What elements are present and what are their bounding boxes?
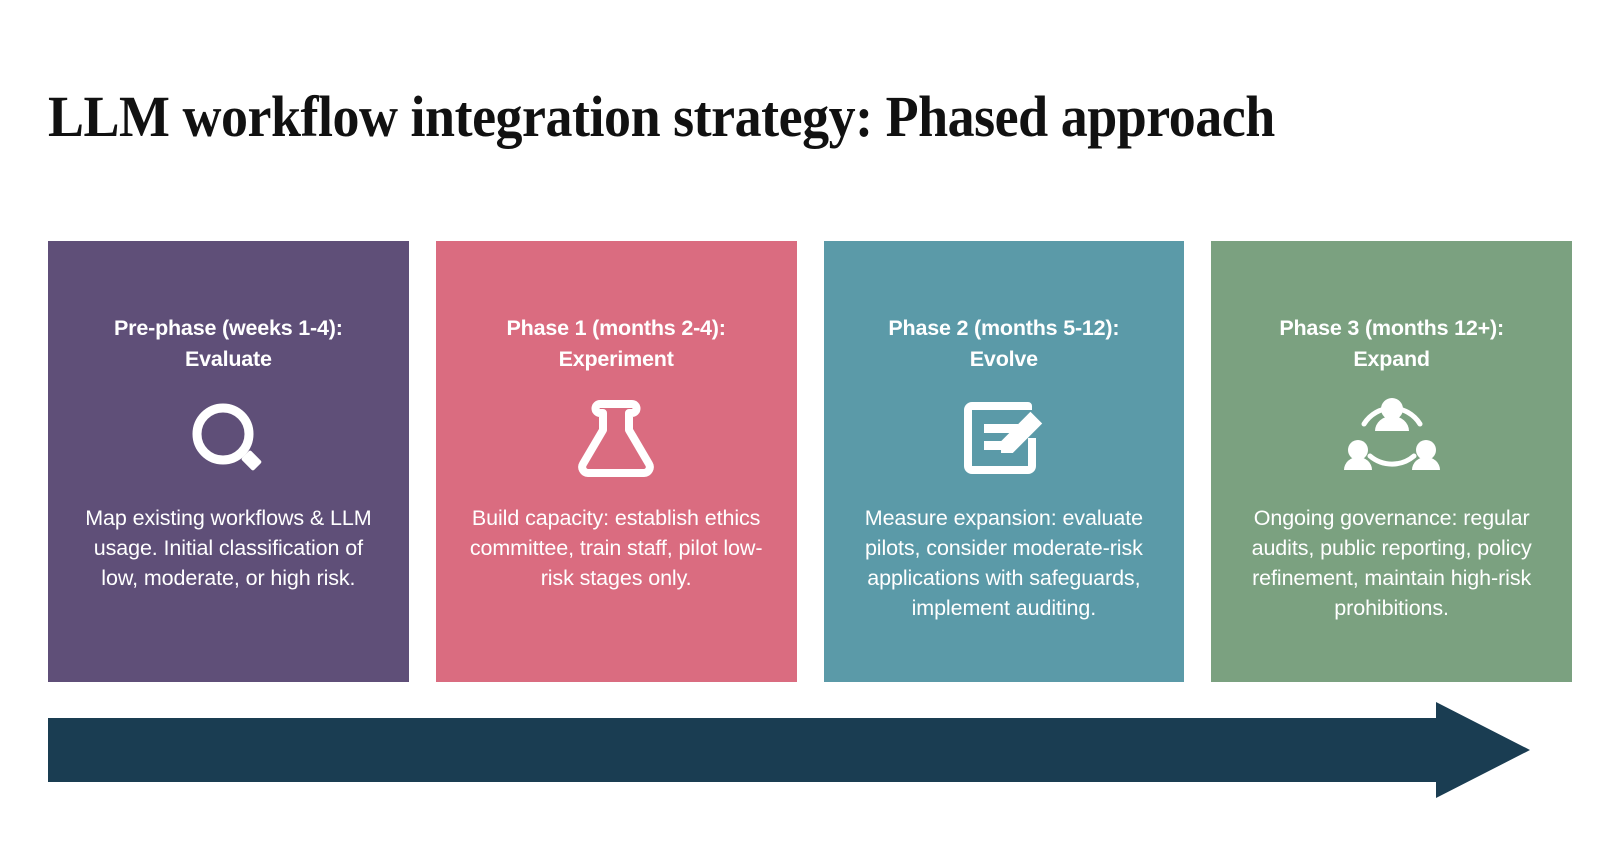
phase-card-title: Phase 1 (months 2-4): Experiment [506,316,726,371]
document-edit-icon [824,398,1185,478]
phase-card-phase-3[interactable]: Phase 3 (months 12+): Expand Ongoing gov… [1211,241,1572,682]
progression-arrow [48,702,1530,798]
phase-card-pre-phase[interactable]: Pre-phase (weeks 1-4): Evaluate Map exis… [48,241,409,682]
page-title: LLM workflow integration strategy: Phase… [48,84,1275,149]
phase-card-title: Phase 2 (months 5-12): Evolve [888,316,1120,371]
phase-card-row: Pre-phase (weeks 1-4): Evaluate Map exis… [48,241,1572,682]
people-group-icon [1211,398,1572,478]
phase-card-body: Build capacity: establish ethics committ… [469,506,763,590]
phase-card-body: Measure expansion: evaluate pilots, cons… [864,506,1143,620]
phase-card-body: Map existing workflows & LLM usage. Init… [85,506,372,590]
magnifier-icon [48,398,409,478]
phase-card-phase-1[interactable]: Phase 1 (months 2-4): Experiment Build c… [435,241,797,682]
phase-card-body: Ongoing governance: regular audits, publ… [1251,506,1532,620]
phase-card-title: Phase 3 (months 12+): Expand [1279,316,1504,371]
phase-card-phase-2[interactable]: Phase 2 (months 5-12): Evolve Measure ex… [823,241,1185,682]
flask-icon [436,398,797,478]
phase-card-title: Pre-phase (weeks 1-4): Evaluate [114,316,343,371]
